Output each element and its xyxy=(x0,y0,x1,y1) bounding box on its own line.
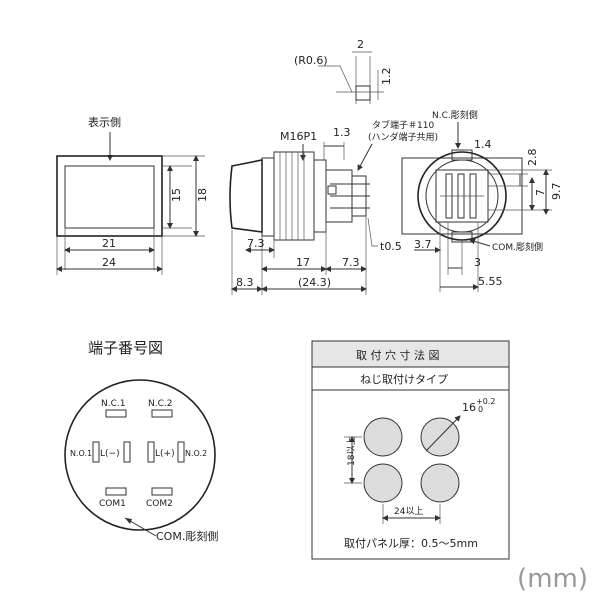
tab-note-leader xyxy=(357,143,373,171)
front-view: 表示側 15 18 21 24 xyxy=(56,115,209,275)
terminal-no1: N.O.1 xyxy=(70,449,92,458)
terminal-no1-tab xyxy=(92,441,100,463)
tab-note-1: タブ端子＃110 xyxy=(372,119,434,131)
rear-view: N.C.彫刻側 1.4 2.8 7 9.7 COM.彫刻側 3.7 3 xyxy=(401,109,563,292)
terminal-com1: COM1 xyxy=(99,499,126,509)
t05-leader xyxy=(367,217,378,247)
mounting-title-bar xyxy=(311,340,510,368)
lens-cap xyxy=(229,159,263,233)
dim-1-4: 1.4 xyxy=(474,138,492,151)
tab-width-2: 2 xyxy=(357,38,364,51)
rear-outer-rect xyxy=(401,157,523,235)
mounting-subtitle: ねじ取付けタイプ xyxy=(360,373,448,386)
mounting-title: 取 付 穴 寸 法 図 xyxy=(356,348,439,362)
mounting-hole-br xyxy=(420,463,460,503)
tab-note-2: (ハンダ端子共用) xyxy=(368,131,438,143)
rear-top-tab xyxy=(451,149,473,161)
dim-21: 21 xyxy=(102,237,116,250)
mounting-hole-diagram: 取 付 穴 寸 法 図 ねじ取付けタイプ 16 +0.2 0 18以上 24以上… xyxy=(311,340,510,560)
dim-7: 7 xyxy=(534,189,547,196)
dim-17: 17 xyxy=(296,256,310,269)
dim-2-8: 2.8 xyxy=(526,149,539,167)
terminal-com-engrave: COM.彫刻側 xyxy=(156,529,218,543)
com-engrave-leader xyxy=(469,238,491,247)
terminal-nc2: N.C.2 xyxy=(148,399,172,409)
tab-height-12: 1.2 xyxy=(380,68,393,86)
terminal-nc1-tab xyxy=(105,409,127,418)
r06-label: (R0.6) xyxy=(294,54,328,67)
dim-3-7: 3.7 xyxy=(414,238,432,251)
hole-diameter: 16 xyxy=(462,401,476,414)
dim-5-55: 5.55 xyxy=(478,275,503,288)
front-outer-rect xyxy=(56,155,163,237)
hole-tol-plus: +0.2 xyxy=(476,397,495,406)
dim-8-3: 8.3 xyxy=(236,276,254,289)
tab-detail-body xyxy=(355,85,371,101)
horizontal-pitch: 24以上 xyxy=(394,506,423,517)
dim-7-3b: 7.3 xyxy=(342,256,360,269)
terminal-outer-circle xyxy=(64,379,216,531)
mounting-hole-tl xyxy=(363,417,403,457)
dim-18: 18 xyxy=(196,188,209,202)
terminal-l-plus-tab xyxy=(147,441,155,463)
dim-3: 3 xyxy=(474,256,481,269)
bezel xyxy=(261,157,275,237)
terminal-l-plus: L(+) xyxy=(155,449,175,459)
front-inner-rect xyxy=(64,165,155,229)
rear-center-square xyxy=(435,169,489,223)
terminal-com1-tab xyxy=(105,487,127,496)
panel-thickness-note: 取付パネル厚：0.5〜5mm xyxy=(344,537,478,550)
terminal-diagram-title: 端子番号図 xyxy=(88,339,163,357)
dim-24: 24 xyxy=(102,256,116,269)
dim-15: 15 xyxy=(170,188,183,202)
com-engrave-label: COM.彫刻側 xyxy=(492,241,543,253)
dim-1-3: 1.3 xyxy=(333,126,351,139)
hole-tol-zero: 0 xyxy=(478,405,483,414)
dim-9-7: 9.7 xyxy=(550,183,563,201)
nc-engrave-label: N.C.彫刻側 xyxy=(432,109,478,121)
com-engrave-arrowhead xyxy=(125,518,132,524)
terminal-tab xyxy=(327,185,337,195)
nut xyxy=(313,159,327,233)
thread-label: M16P1 xyxy=(280,130,317,143)
side-view: (R0.6) 2 1.2 M16P1 1.3 タブ端子＃110 (ハンダ端子共用… xyxy=(229,38,438,295)
terminal-nc2-tab xyxy=(151,409,173,418)
r06-leader xyxy=(318,65,353,93)
hole-diameter-leader xyxy=(425,415,461,452)
terminal-com2-tab xyxy=(151,487,173,496)
display-side-label: 表示側 xyxy=(88,115,121,129)
terminal-com2: COM2 xyxy=(146,499,173,509)
dim-t0-5: t0.5 xyxy=(380,240,402,253)
unit-label: (mm) xyxy=(517,564,588,594)
terminal-diagram: 端子番号図 N.C.1 N.C.2 N.O.1 L(−) L(+) N.O.2 … xyxy=(64,339,218,543)
dim-7-3a: 7.3 xyxy=(247,237,265,250)
terminal-nc1: N.C.1 xyxy=(101,399,125,409)
terminal-no2-tab xyxy=(177,441,185,463)
terminal-l-minus-tab xyxy=(123,441,131,463)
vertical-pitch: 18以上 xyxy=(346,437,357,466)
mounting-hole-bl xyxy=(363,463,403,503)
terminal-no2: N.O.2 xyxy=(185,449,207,458)
dim-24-3: (24.3) xyxy=(298,276,331,289)
terminal-l-minus: L(−) xyxy=(100,449,120,459)
